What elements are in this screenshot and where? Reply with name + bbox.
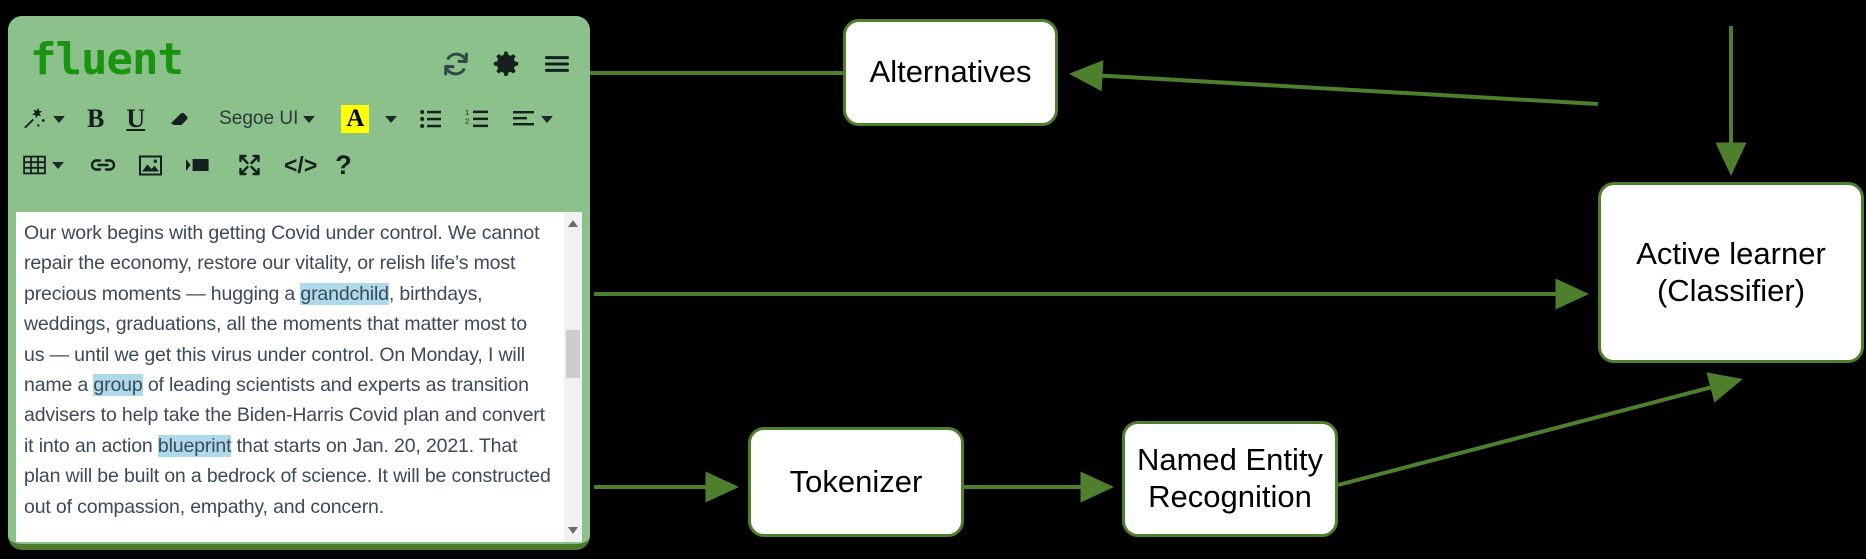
node-active-learner-label-line2: (Classifier) xyxy=(1656,272,1806,308)
font-family-select[interactable]: Segoe UI xyxy=(219,108,299,129)
fluent-editor-panel: fluent xyxy=(8,16,590,550)
magic-wand-icon[interactable] xyxy=(22,102,65,136)
numbered-list-icon[interactable]: 1 2 xyxy=(465,102,490,136)
scrollbar-thumb[interactable] xyxy=(566,330,580,378)
highlighted-term: grandchild xyxy=(300,282,389,305)
node-tokenizer[interactable]: Tokenizer xyxy=(748,427,964,537)
code-icon[interactable]: </> xyxy=(284,151,318,178)
refresh-icon[interactable] xyxy=(442,50,470,78)
align-icon[interactable] xyxy=(512,102,554,136)
node-active-learner[interactable]: Active learner (Classifier) xyxy=(1598,182,1864,363)
chevron-down-icon[interactable] xyxy=(541,115,554,123)
text-run: of leading scientists and experts as tra… xyxy=(24,374,545,457)
text-run: Our work begins with getting Covid under… xyxy=(24,222,540,305)
editor-document-text[interactable]: Our work begins with getting Covid under… xyxy=(24,218,552,522)
node-active-learner-label-line1: Active learner xyxy=(1636,235,1826,271)
node-alternatives-label: Alternatives xyxy=(869,54,1032,90)
edge-ner-to-active-learner xyxy=(1337,372,1743,487)
scroll-up-icon[interactable] xyxy=(568,220,578,227)
text-run: that starts on Jan. 20, 2021. That plan … xyxy=(24,434,551,518)
fullscreen-icon[interactable] xyxy=(237,148,262,182)
scroll-down-icon[interactable] xyxy=(568,527,578,534)
highlight-color-icon[interactable]: A xyxy=(341,102,370,136)
highlighted-term: blueprint xyxy=(157,434,232,457)
eraser-icon[interactable] xyxy=(167,102,191,136)
underline-icon[interactable]: U xyxy=(126,104,146,133)
chevron-down-icon[interactable] xyxy=(385,115,398,123)
node-ner-label-line1: Named Entity xyxy=(1136,442,1324,478)
text-run: , birthdays, weddings, graduations, all … xyxy=(24,282,527,397)
hamburger-icon[interactable] xyxy=(542,50,572,78)
chevron-down-icon[interactable] xyxy=(303,115,316,123)
video-icon[interactable] xyxy=(185,148,211,182)
node-alternatives[interactable]: Alternatives xyxy=(843,19,1058,126)
table-icon[interactable] xyxy=(22,148,64,182)
gear-icon[interactable] xyxy=(492,50,520,78)
svg-text:2: 2 xyxy=(465,117,469,126)
chevron-down-icon[interactable] xyxy=(52,161,64,169)
node-ner-label-line2: Recognition xyxy=(1148,479,1312,514)
editor-toolbar-row-1: B U Segoe UI A 1 2 xyxy=(8,96,590,142)
highlighted-term: group xyxy=(93,374,143,397)
help-icon[interactable]: ? xyxy=(335,149,352,180)
editor-scrollbar[interactable] xyxy=(564,212,582,542)
editor-toolbar-row-2: </> ? xyxy=(8,142,590,188)
svg-text:1: 1 xyxy=(465,108,469,117)
fluent-logo: fluent xyxy=(30,34,184,85)
editor-header: fluent xyxy=(8,16,590,96)
image-icon[interactable] xyxy=(138,148,163,182)
bold-icon[interactable]: B xyxy=(87,104,105,133)
node-tokenizer-label: Tokenizer xyxy=(789,463,923,499)
edge-active-learner-to-alternatives xyxy=(1069,60,1599,106)
node-named-entity-recognition[interactable]: Named Entity Recognition xyxy=(1122,421,1338,537)
chevron-down-icon[interactable] xyxy=(53,115,65,123)
link-icon[interactable] xyxy=(90,148,116,182)
bullet-list-icon[interactable] xyxy=(419,102,443,136)
editor-text-area[interactable]: Our work begins with getting Covid under… xyxy=(16,212,582,542)
